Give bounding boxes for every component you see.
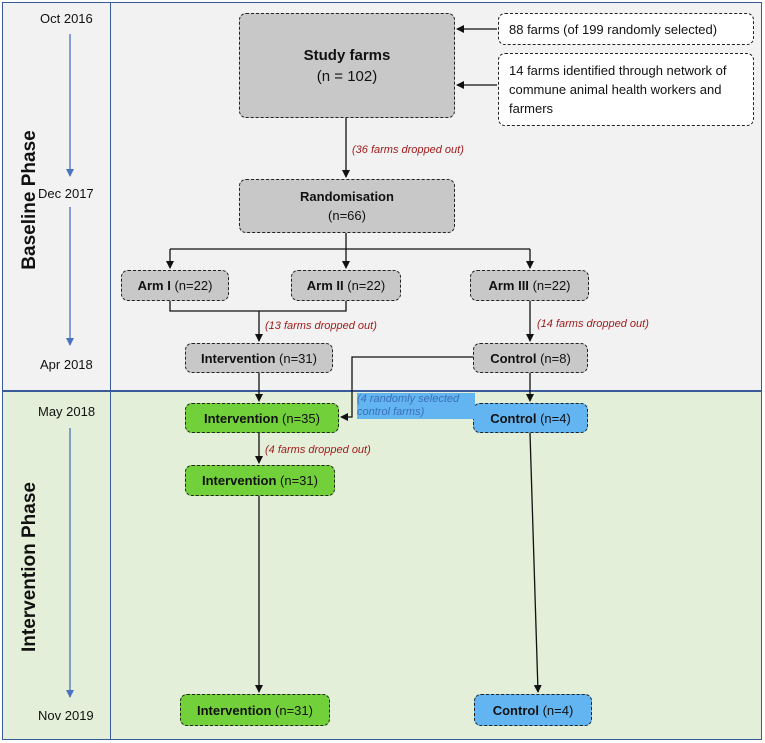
control-8-label: Control [490,350,537,366]
randomisation-box: Randomisation (n=66) [239,179,455,233]
study-farms-box: Study farms (n = 102) [239,13,455,118]
arm-3-count: (n=22) [532,278,571,293]
intervention-final-label: Intervention [197,702,272,718]
intervention-31b-label: Intervention [202,473,277,488]
arm-1-count: (n=22) [174,278,213,293]
note-4-dropped: (4 farms dropped out) [265,444,371,456]
control-4-label: Control [490,410,537,426]
note-36-dropped: (36 farms dropped out) [352,144,464,156]
date-apr-2018: Apr 2018 [40,357,93,372]
intervention-35-count: (n=35) [282,410,320,426]
date-oct-2016: Oct 2016 [40,11,93,26]
randomisation-count: (n=66) [328,208,366,223]
arm-2-count: (n=22) [347,278,386,293]
arrow-ctrl8-to-int35 [340,356,473,421]
intervention-final-box: Intervention (n=31) [180,694,330,726]
source-random-text: 88 farms (of 199 randomly selected) [509,21,718,37]
control-final-box: Control (n=4) [474,694,592,726]
study-farms-count: (n = 102) [316,67,378,85]
timeline-column-divider [110,2,111,740]
note-14-dropped: (14 farms dropped out) [537,318,649,330]
intervention-31-count: (n=31) [279,350,317,366]
arm-2-label: Arm II [306,278,344,293]
intervention-31-box: Intervention (n=31) [185,343,333,373]
source-network-box: 14 farms identified through network of c… [498,53,754,126]
line-arms-merge [169,301,347,312]
arm-1-label: Arm I [137,278,171,293]
control-final-count: (n=4) [542,702,574,718]
source-network-text: 14 farms identified through network of c… [509,63,727,116]
arm-3-label: Arm III [488,278,529,293]
intervention-phase-panel [2,391,762,740]
intervention-35-box: Intervention (n=35) [185,403,339,433]
arm-3-box: Arm III (n=22) [470,270,589,301]
control-8-count: (n=8) [540,350,571,366]
date-nov-2019: Nov 2019 [38,708,94,723]
intervention-final-count: (n=31) [275,702,313,718]
arrow-ctrl4-to-final [529,432,542,693]
source-random-box: 88 farms (of 199 randomly selected) [498,13,754,45]
intervention-31-label: Intervention [201,350,276,366]
intervention-31b-box: Intervention (n=31) [185,465,335,496]
control-4-box: Control (n=4) [473,403,588,433]
intervention-31b-count: (n=31) [280,473,318,488]
note-13-dropped: (13 farms dropped out) [265,320,377,332]
arm-1-box: Arm I (n=22) [121,270,229,301]
randomisation-title: Randomisation [300,189,394,204]
control-final-label: Control [492,702,539,718]
study-farms-title: Study farms [303,46,391,64]
date-may-2018: May 2018 [38,404,96,419]
arm-2-box: Arm II (n=22) [291,270,401,301]
note-4-random-control: (4 randomly selected control farms) [357,393,475,419]
intervention-35-label: Intervention [204,410,279,426]
control-8-box: Control (n=8) [473,343,588,373]
date-dec-2017: Dec 2017 [38,186,94,201]
control-4-count: (n=4) [540,410,571,426]
